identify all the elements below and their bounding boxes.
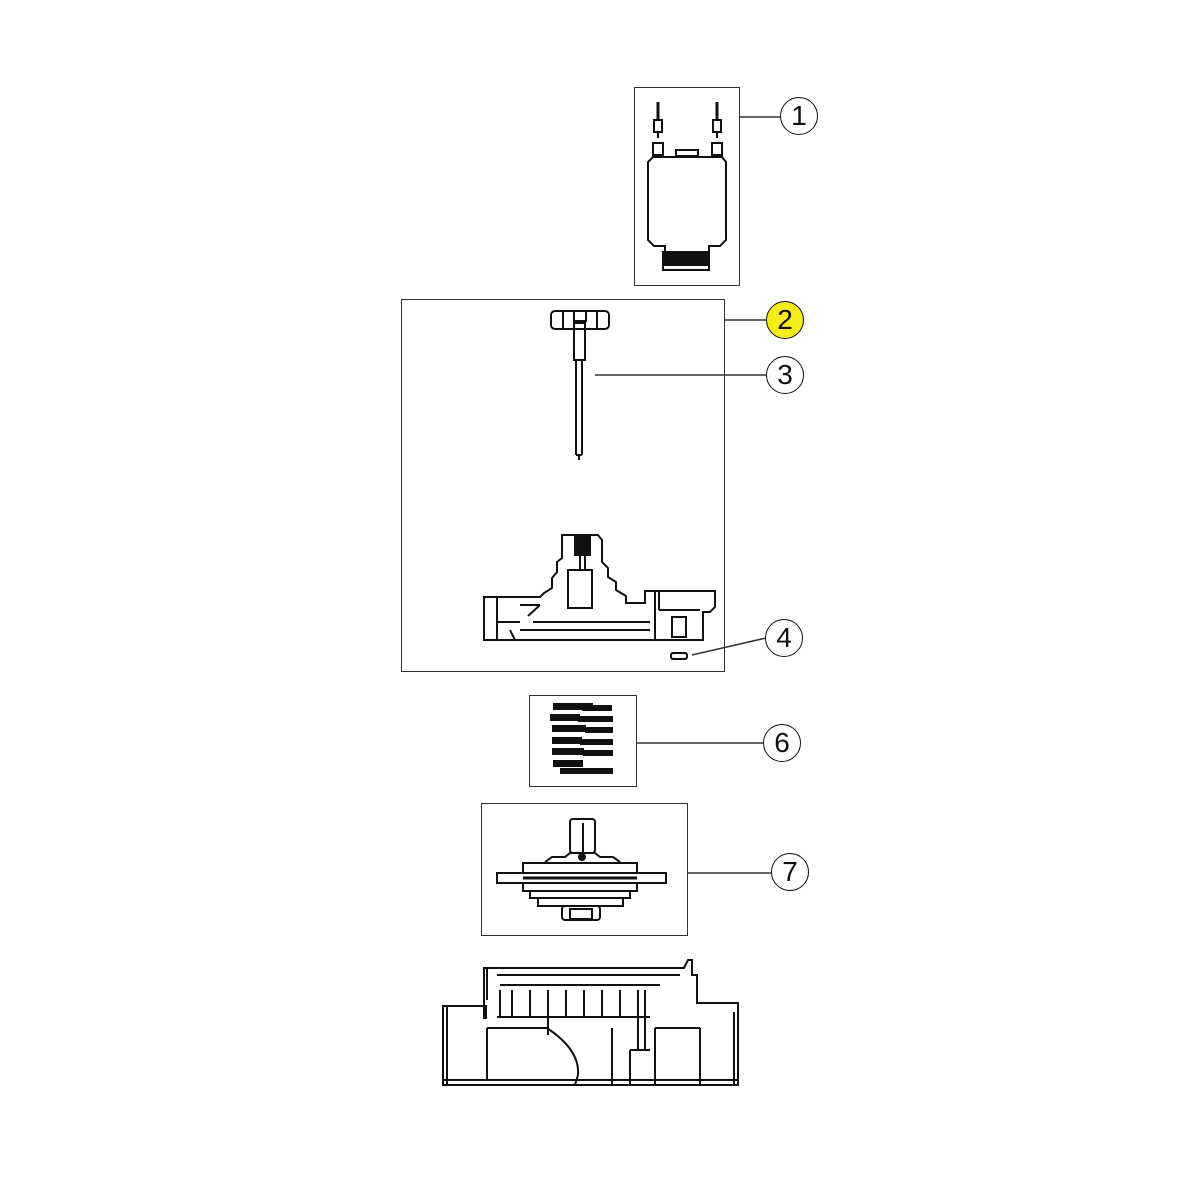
bonnet-drawing (483, 534, 716, 641)
valve-body-drawing (442, 959, 739, 1086)
callout-label: 7 (782, 856, 798, 887)
leader-lines (595, 116, 780, 874)
callout-label: 2 (777, 304, 793, 335)
callout-6: 6 (763, 724, 801, 762)
callout-3: 3 (766, 356, 804, 394)
callout-4: 4 (765, 619, 803, 657)
part-box-diaphragm (481, 803, 688, 936)
callout-7: 7 (771, 853, 809, 891)
spring-drawing (550, 703, 613, 774)
callout-label: 6 (774, 727, 790, 758)
solenoid-drawing (647, 102, 727, 271)
callout-2-highlighted: 2 (766, 301, 804, 339)
callout-label: 1 (791, 100, 807, 131)
stem-drawing (550, 310, 610, 460)
callout-label: 3 (777, 359, 793, 390)
callout-1: 1 (780, 97, 818, 135)
seal-drawing (670, 652, 688, 660)
diaphragm-drawing (496, 818, 667, 921)
callout-label: 4 (776, 622, 792, 653)
